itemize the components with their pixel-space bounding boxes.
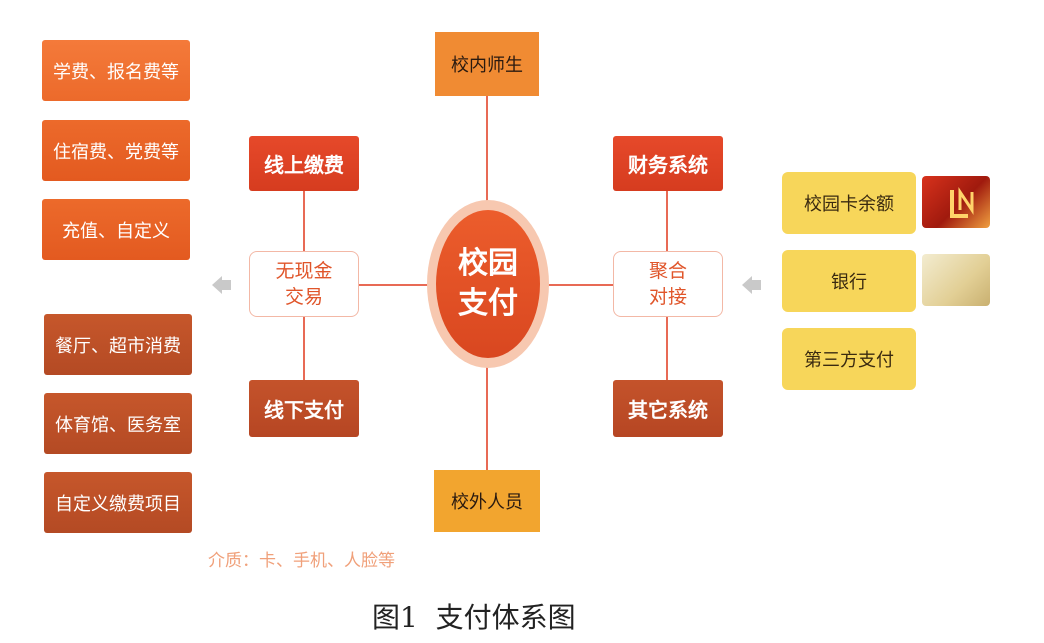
connector-top <box>486 95 488 215</box>
offline-item: 餐厅、超市消费 <box>44 314 192 375</box>
cashless-hub: 无现金 交易 <box>249 251 359 317</box>
online-item: 充值、自定义 <box>42 199 190 260</box>
connector-left <box>358 284 430 286</box>
payment-source: 校园卡余额 <box>782 172 916 234</box>
bank-card-image <box>922 254 990 306</box>
top-node: 校内师生 <box>435 32 539 96</box>
aggregation-label-line2: 对接 <box>648 286 687 308</box>
payment-source: 银行 <box>782 250 916 312</box>
medium-note: 介质：卡、手机、人脸等 <box>208 551 395 571</box>
payment-source: 第三方支付 <box>782 328 916 390</box>
online-item: 学费、报名费等 <box>42 40 190 101</box>
center-label-line1: 校园 <box>458 246 518 281</box>
campus-card-logo-icon <box>950 187 974 218</box>
aggregation-hub: 聚合 对接 <box>613 251 723 317</box>
cashless-label-line1: 无现金 <box>275 260 333 282</box>
right-arrow-stem <box>751 280 761 290</box>
left-arrow-icon <box>212 276 222 294</box>
online-item: 住宿费、党费等 <box>42 120 190 181</box>
figure-caption: 图1 支付体系图 <box>372 601 576 634</box>
connector-bottom <box>486 360 488 470</box>
offline-item: 体育馆、医务室 <box>44 393 192 454</box>
other-system-node: 其它系统 <box>613 380 723 437</box>
center-label-line2: 支付 <box>458 286 518 321</box>
center-node: 校园 支付 <box>436 210 540 358</box>
offline-item: 自定义缴费项目 <box>44 472 192 533</box>
connector-right <box>545 284 615 286</box>
right-arrow-icon <box>742 276 752 294</box>
aggregation-label-line1: 聚合 <box>648 260 687 282</box>
bottom-node: 校外人员 <box>434 470 540 532</box>
campus-card-image <box>922 176 990 228</box>
online-payment-node: 线上缴费 <box>249 136 359 191</box>
offline-payment-node: 线下支付 <box>249 380 359 437</box>
finance-system-node: 财务系统 <box>613 136 723 191</box>
left-arrow-stem <box>221 280 231 290</box>
cashless-label-line2: 交易 <box>284 286 323 308</box>
